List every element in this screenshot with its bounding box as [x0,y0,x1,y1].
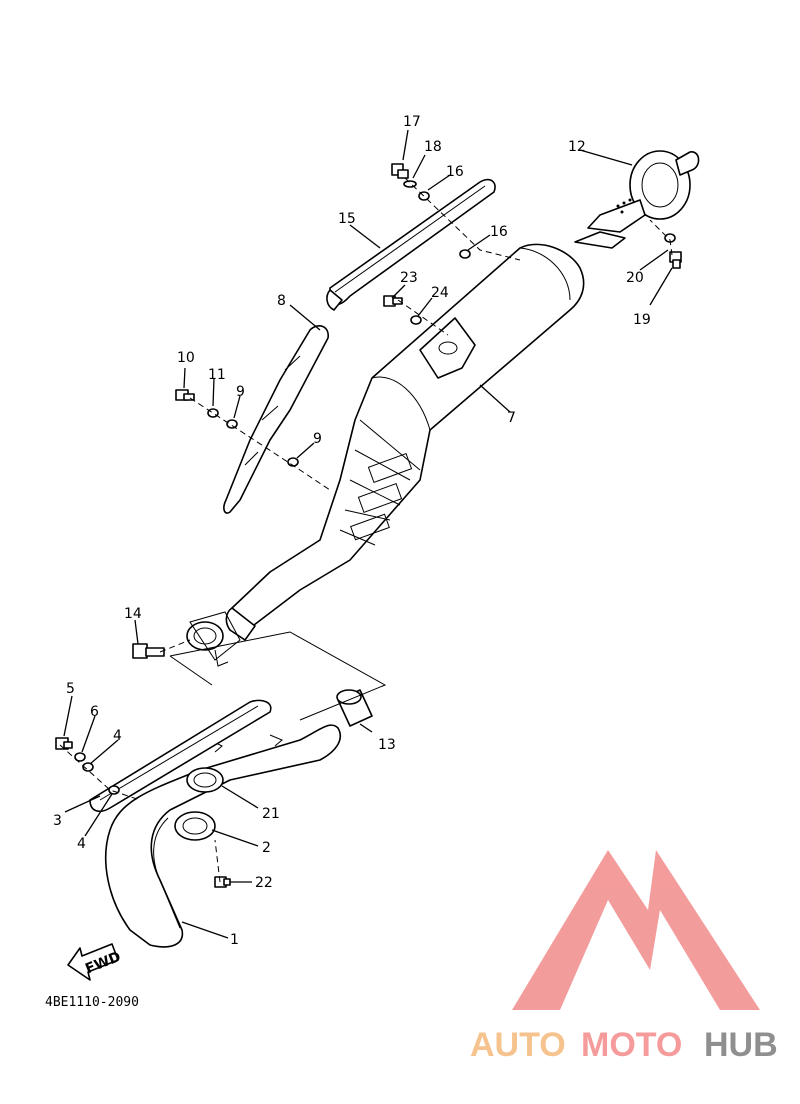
washer-9a-icon [226,419,238,429]
bolt-17-icon [391,163,409,179]
washer-24-icon [410,315,422,325]
watermark-mark-icon [512,850,760,1010]
callout-6: 6 [90,704,99,720]
callout-8: 8 [277,293,286,309]
washer-18-icon [403,180,417,188]
callout-13: 13 [378,737,396,753]
pipe-protector-part [89,699,272,813]
washer-6-icon [74,752,86,762]
callout-9a: 9 [236,384,245,400]
callout-20: 20 [626,270,644,286]
tail-pipe-part [574,150,700,249]
bolt-10-icon [175,389,195,401]
callout-1: 1 [230,932,239,948]
callout-24: 24 [431,285,449,301]
forward-arrow-icon [67,943,119,981]
callout-2: 2 [262,840,271,856]
bolt-23-icon [383,295,403,307]
watermark-word-moto: MOTO [581,1026,682,1064]
watermark-logo [512,850,760,1010]
washer-4a-icon [82,762,94,772]
washer-9b-icon [287,457,299,467]
bolt-19-icon [669,251,682,269]
watermark-word-auto: AUTO [470,1026,566,1064]
callout-19: 19 [633,312,651,328]
callout-4b: 4 [77,836,86,852]
callout-11: 11 [208,367,226,383]
callout-16a: 16 [446,164,464,180]
callout-10: 10 [177,350,195,366]
protector-bracket-part [223,325,329,514]
diagram-part-code: 4BE1110-2090 [45,995,139,1010]
callout-22: 22 [255,875,273,891]
washer-16b-icon [459,249,471,259]
watermark-word-hub: HUB [704,1026,778,1064]
exhaust-pipe-part [104,724,342,948]
callout-4a: 4 [113,728,122,744]
callout-18: 18 [424,139,442,155]
muffler-bracket [419,317,476,379]
callout-7: 7 [507,410,516,426]
callout-16b: 16 [490,224,508,240]
callout-14: 14 [124,606,142,622]
callout-23: 23 [400,270,418,286]
bolt-22-icon [214,876,231,888]
callout-12: 12 [568,139,586,155]
callout-15: 15 [338,211,356,227]
bolt-5-icon [55,737,73,750]
bolt-14-icon [132,643,165,659]
callout-21: 21 [262,806,280,822]
callout-3: 3 [53,813,62,829]
gasket-21 [186,767,224,793]
heat-protector-part [326,178,496,311]
callout-17: 17 [403,114,421,130]
callout-5: 5 [66,681,75,697]
exhaust-joint-2 [174,811,216,841]
callout-9b: 9 [313,431,322,447]
muffler-part [186,243,585,667]
gasket-13 [336,689,373,727]
